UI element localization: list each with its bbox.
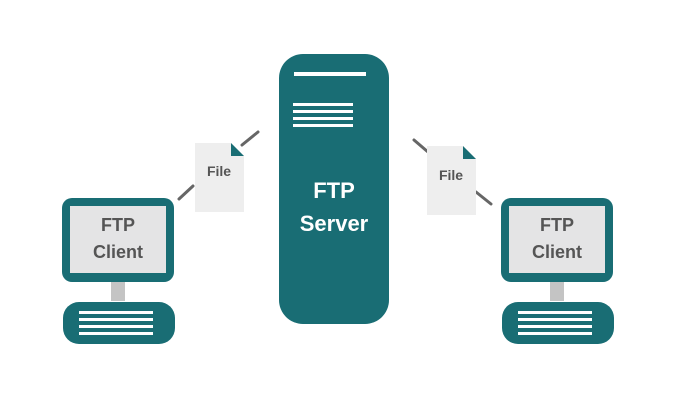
server-label-line1: FTP: [313, 178, 355, 203]
ftp-client-left: FTP Client: [62, 198, 175, 344]
client-right-label-line1: FTP: [540, 215, 574, 235]
client-right-label-line2: Client: [532, 242, 582, 262]
keyboard-keys-icon-right: [518, 311, 592, 335]
server-label-line2: Server: [300, 211, 369, 236]
file-corner-icon-left: [231, 143, 244, 156]
client-left-label-line1: FTP: [101, 215, 135, 235]
keyboard-keys-icon-left: [79, 311, 153, 335]
file-document-right: File: [427, 146, 476, 215]
file-corner-icon-right: [463, 146, 476, 159]
file-document-left: File: [195, 143, 244, 212]
keyboard-left: [63, 302, 175, 344]
monitor-screen-right: [509, 206, 605, 273]
file-label-right: File: [439, 167, 463, 183]
file-paper-right: [427, 146, 476, 215]
keyboard-right: [502, 302, 614, 344]
ftp-server: FTP Server: [279, 54, 389, 324]
file-paper-left: [195, 143, 244, 212]
monitor-screen-left: [70, 206, 166, 273]
monitor-stand-right: [550, 282, 564, 301]
client-left-label-line2: Client: [93, 242, 143, 262]
monitor-stand-left: [111, 282, 125, 301]
connector-right: [412, 138, 493, 206]
file-label-left: File: [207, 163, 231, 179]
ftp-client-right: FTP Client: [501, 198, 614, 344]
server-vent-icon: [293, 103, 353, 127]
server-top-slot: [294, 72, 366, 76]
connector-left: [177, 130, 260, 201]
server-tower: [279, 54, 389, 324]
